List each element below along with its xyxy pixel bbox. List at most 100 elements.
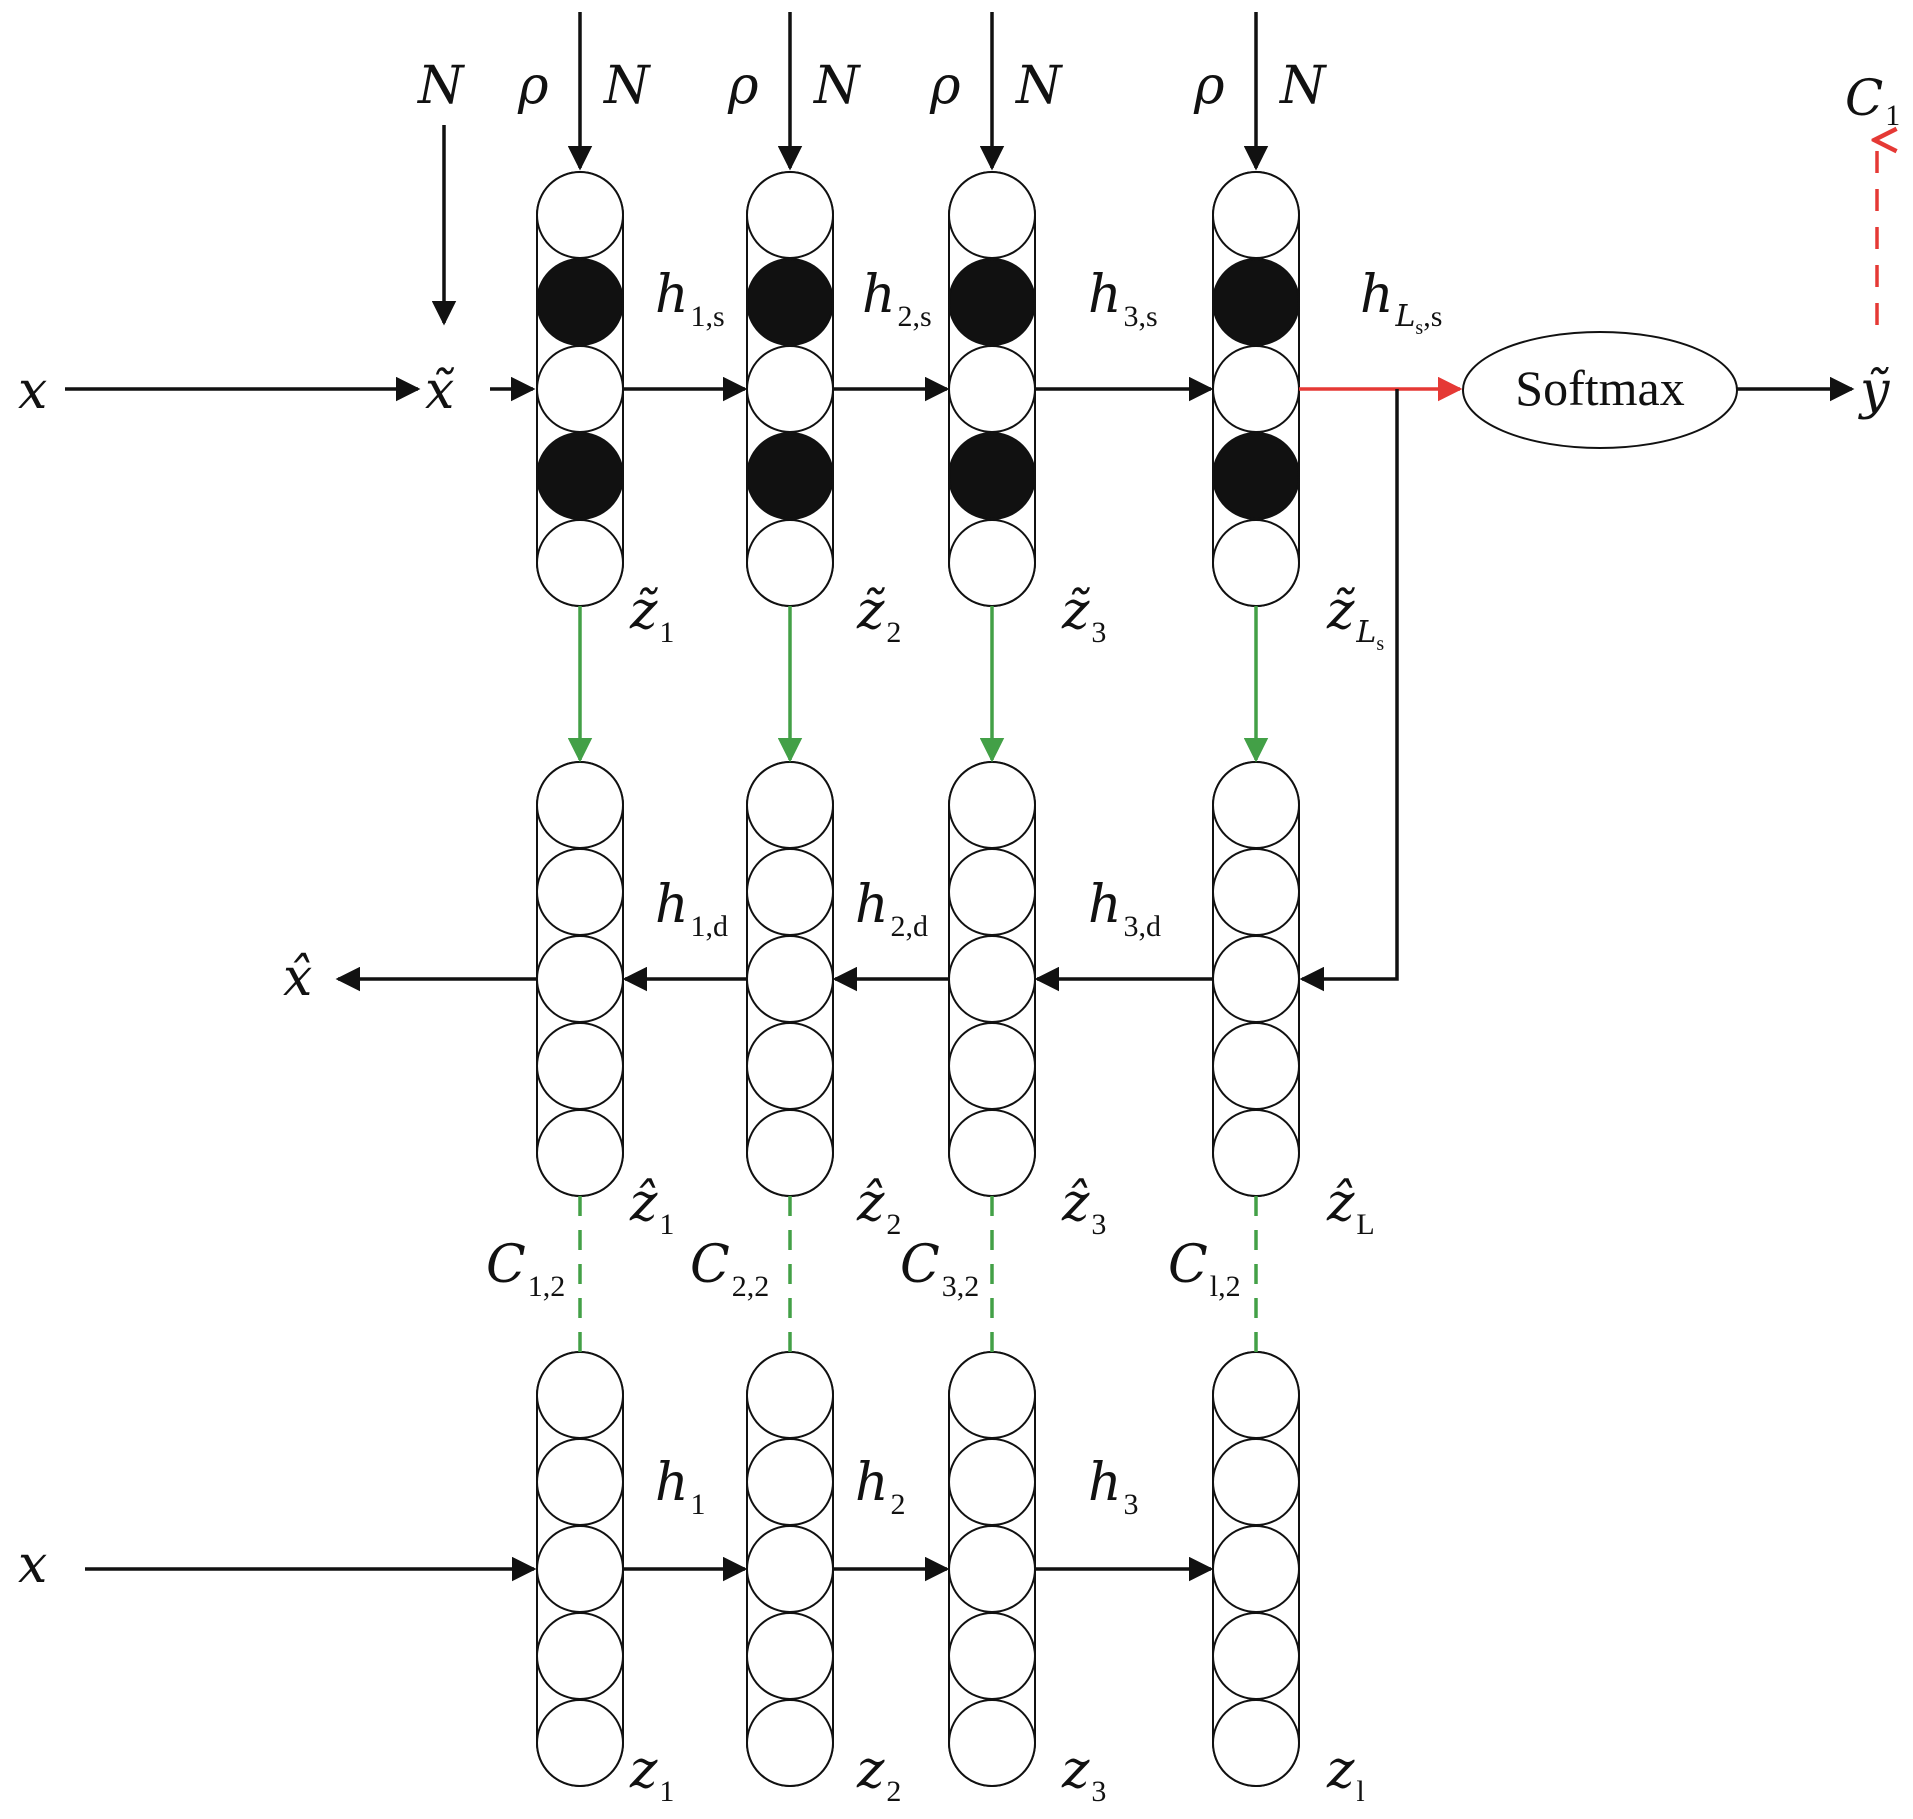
neuron — [746, 1612, 834, 1700]
neuron — [746, 1109, 834, 1197]
neuron — [536, 1525, 624, 1613]
neuron — [536, 1699, 624, 1787]
z-clean-label: z3 — [1061, 1740, 1106, 1808]
neuron — [1212, 519, 1300, 607]
neuron — [746, 935, 834, 1023]
neuron — [536, 1022, 624, 1110]
neuron — [746, 519, 834, 607]
neuron — [536, 171, 624, 259]
h-label-decoder: h3,d — [1088, 875, 1161, 943]
neuron — [948, 848, 1036, 936]
neuron — [1212, 345, 1300, 433]
noisy-encoder-column — [536, 171, 624, 607]
active-neuron — [746, 432, 834, 520]
active-neuron — [1212, 432, 1300, 520]
z-tilde-label: z̃2 — [856, 581, 901, 649]
noise-n-label: N — [1014, 56, 1063, 116]
decoder-column — [1212, 761, 1300, 1197]
clean-encoder-column — [948, 1351, 1036, 1787]
z-hat-label: ẑL — [1326, 1173, 1375, 1241]
neuron — [948, 761, 1036, 849]
noise-n-input: N — [416, 56, 465, 116]
z-tilde-label: z̃3 — [1061, 581, 1106, 649]
neuron — [1212, 1438, 1300, 1526]
neuron — [746, 761, 834, 849]
h-label-decoder: h2,d — [855, 875, 928, 943]
neuron — [948, 1438, 1036, 1526]
clean-encoder-column — [1212, 1351, 1300, 1787]
active-neuron — [536, 258, 624, 346]
rho-label: ρ — [727, 56, 759, 116]
clean-encoder-column — [536, 1351, 624, 1787]
z-tilde-label: z̃1 — [629, 581, 674, 649]
h-label-decoder: h1,d — [655, 875, 728, 943]
neuron — [948, 1351, 1036, 1439]
h-label-clean: h1 — [655, 1453, 706, 1521]
cost-label: C2,2 — [690, 1235, 769, 1303]
active-neuron — [948, 258, 1036, 346]
active-neuron — [1212, 258, 1300, 346]
neuron — [1212, 1022, 1300, 1110]
neuron — [948, 1109, 1036, 1197]
h-label-clean: h3 — [1088, 1453, 1139, 1521]
neuron — [1212, 761, 1300, 849]
noisy-encoder-column — [1212, 171, 1300, 607]
noisy-encoder-column — [746, 171, 834, 607]
neuron — [746, 1699, 834, 1787]
input-x-bottom: x — [18, 1535, 47, 1595]
z-clean-label: zl — [1326, 1740, 1365, 1808]
z-hat-label: ẑ1 — [629, 1173, 674, 1241]
neuron — [536, 345, 624, 433]
output-y-tilde: ỹ — [1858, 361, 1890, 421]
output-x-hat: x̂ — [283, 948, 312, 1008]
neuron — [1212, 1612, 1300, 1700]
cost-label: C1,2 — [486, 1235, 565, 1303]
softmax-label: Softmax — [1515, 360, 1684, 416]
neuron — [536, 848, 624, 936]
neuron — [746, 1525, 834, 1613]
neuron — [536, 1109, 624, 1197]
z-clean-label: z1 — [629, 1740, 674, 1808]
cost-label: C3,2 — [900, 1235, 979, 1303]
neuron — [536, 1351, 624, 1439]
neuron-columns — [536, 171, 1300, 1787]
arrow-topdown-to-decoder — [1299, 389, 1399, 992]
neuron — [536, 761, 624, 849]
neuron — [948, 1612, 1036, 1700]
cost-label: Cl,2 — [1168, 1235, 1241, 1303]
neuron — [746, 848, 834, 936]
clean-encoder-column — [746, 1351, 834, 1787]
neuron — [1212, 1699, 1300, 1787]
noise-n-label: N — [812, 56, 861, 116]
decoder-column — [746, 761, 834, 1197]
neuron — [1212, 1351, 1300, 1439]
noisy-encoder-column — [948, 171, 1036, 607]
neuron — [746, 1022, 834, 1110]
neuron — [948, 1525, 1036, 1613]
neuron — [746, 171, 834, 259]
neuron — [948, 1699, 1036, 1787]
softmax-node — [1462, 331, 1738, 449]
input-x-tilde: x̃ — [425, 361, 455, 421]
neuron — [1212, 848, 1300, 936]
neuron — [746, 345, 834, 433]
rho-label: ρ — [929, 56, 961, 116]
active-neuron — [746, 258, 834, 346]
decoder-column — [536, 761, 624, 1197]
z-clean-label: z2 — [856, 1740, 901, 1808]
h-label-clean: h2 — [855, 1453, 906, 1521]
h-label-ls: hLs,s — [1360, 265, 1442, 339]
neuron — [1212, 1109, 1300, 1197]
active-neuron — [536, 432, 624, 520]
input-x-top: x — [18, 361, 47, 421]
cost-c1: C1 — [1845, 69, 1900, 132]
neuron — [746, 1351, 834, 1439]
h-label-noisy: h3,s — [1088, 265, 1158, 333]
rho-label: ρ — [517, 56, 549, 116]
neuron — [536, 1438, 624, 1526]
neuron — [1212, 935, 1300, 1023]
rho-label: ρ — [1193, 56, 1225, 116]
neuron — [536, 1612, 624, 1700]
